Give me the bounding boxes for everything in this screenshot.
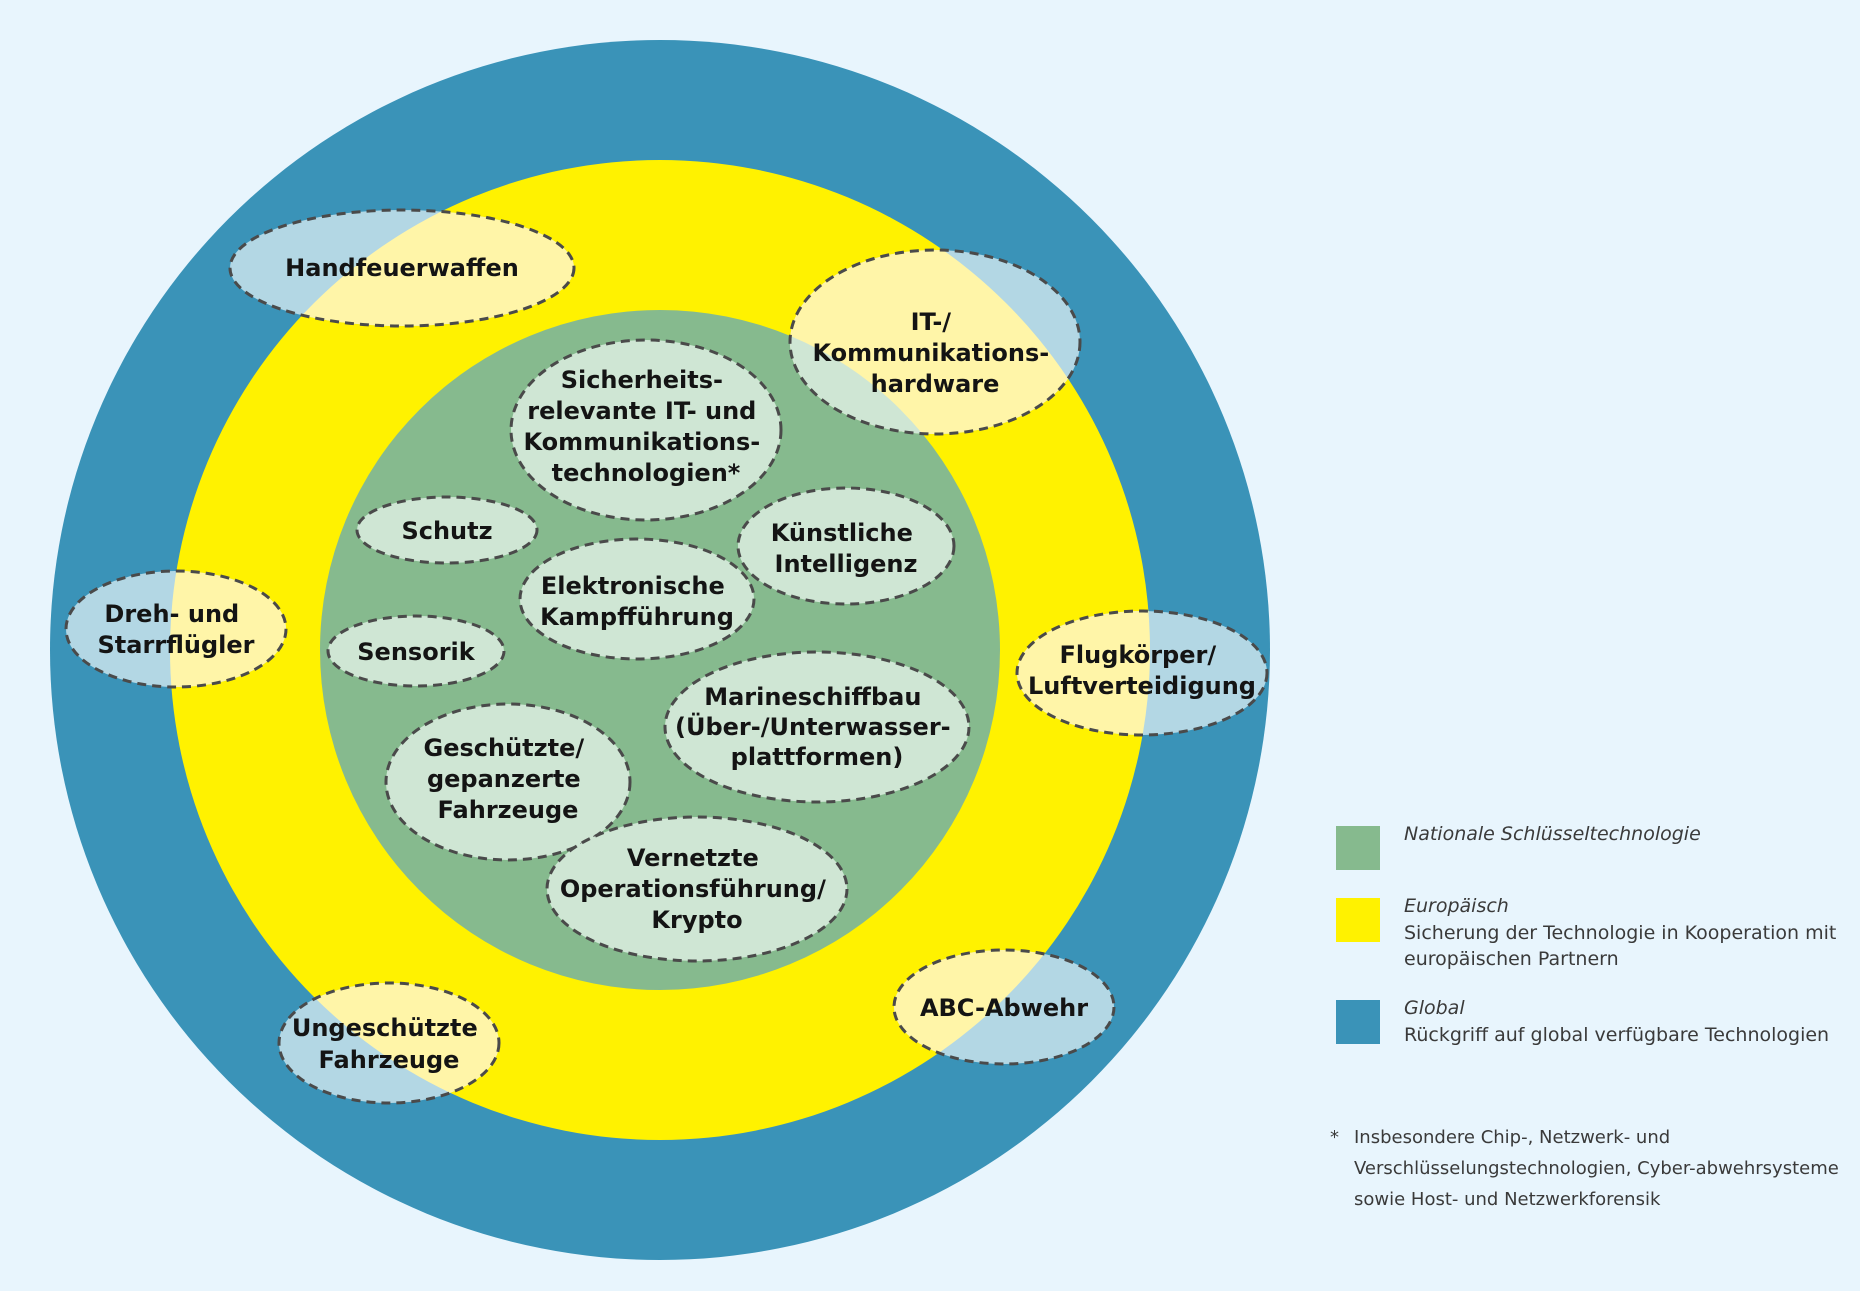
- bubble-sensorik-label: Sensorik: [357, 638, 475, 666]
- bubble-kuenstliche-intelligenz: Künstliche Intelligenz: [736, 486, 956, 606]
- footnote-marker: *: [1330, 1127, 1339, 1148]
- bubble-handfeuerwaffen-label: Handfeuerwaffen: [285, 254, 519, 282]
- legend-title-global: Global: [1404, 997, 1465, 1019]
- bubble-elektronische-kampffuehrung: Elektronische Kampfführung: [518, 537, 756, 661]
- bubble-abc-abwehr: ABC-Abwehr: [892, 948, 1116, 1066]
- bubble-marineschiffbau-label: Marineschiffbau (Über-/Unterwasser- plat…: [675, 683, 959, 771]
- bubble-sicherheitsrelevante-it: Sicherheits- relevante IT- und Kommunika…: [509, 338, 783, 522]
- legend-swatch-european: [1336, 898, 1380, 942]
- legend-title-national: Nationale Schlüsseltechnologie: [1404, 823, 1701, 845]
- bubble-sensorik: Sensorik: [326, 614, 506, 688]
- bubble-kuenstliche-intelligenz-label: Künstliche Intelligenz: [771, 519, 922, 578]
- bubble-vernetzte-operationsfuehrung: Vernetzte Operationsführung/ Krypto: [545, 815, 849, 963]
- bubble-marineschiffbau: Marineschiffbau (Über-/Unterwasser- plat…: [663, 650, 971, 804]
- legend-title-european: Europäisch: [1404, 895, 1509, 917]
- bubble-flugkoerper: Flugkörper/ Luftverteidigung: [1015, 609, 1269, 737]
- bubble-geschuetzte-fahrzeuge-label: Geschützte/ gepanzerte Fahrzeuge: [424, 734, 593, 824]
- legend-item-european: Europäisch Sicherung der Technologie in …: [1336, 892, 1856, 972]
- bubble-ungeschuetzte-fahrzeuge-label: Ungeschützte Fahrzeuge: [292, 1014, 486, 1074]
- bubble-sicherheitsrelevante-it-label: Sicherheits- relevante IT- und Kommunika…: [523, 366, 768, 487]
- bubble-vernetzte-operationsfuehrung-label: Vernetzte Operationsführung/ Krypto: [560, 844, 834, 934]
- legend-desc-global: Rückgriff auf global verfügbare Technolo…: [1404, 1024, 1830, 1046]
- legend-desc-european: Sicherung der Technologie in Kooperation…: [1404, 922, 1837, 970]
- bubble-schutz: Schutz: [355, 495, 539, 565]
- legend-item-national: Nationale Schlüsseltechnologie: [1336, 820, 1856, 870]
- bubble-it-kommunikationshardware: IT-/ Kommunikations- hardware: [788, 248, 1082, 436]
- bubble-it-kommunikationshardware-label: IT-/ Kommunikations- hardware: [812, 308, 1057, 398]
- legend-item-global: Global Rückgriff auf global verfügbare T…: [1336, 994, 1856, 1048]
- bubble-flugkoerper-label: Flugkörper/ Luftverteidigung: [1028, 641, 1256, 700]
- legend-swatch-national: [1336, 826, 1380, 870]
- bubble-dreh-starrfluegler-label: Dreh- und Starrflügler: [97, 600, 254, 659]
- footnote-text: Insbesondere Chip-, Netzwerk- und Versch…: [1354, 1127, 1839, 1210]
- footnote: * Insbesondere Chip-, Netzwerk- und Vers…: [1330, 1122, 1850, 1215]
- bubble-handfeuerwaffen: Handfeuerwaffen: [228, 208, 576, 328]
- bubble-ungeschuetzte-fahrzeuge: Ungeschützte Fahrzeuge: [277, 981, 501, 1105]
- bubble-geschuetzte-fahrzeuge: Geschützte/ gepanzerte Fahrzeuge: [384, 702, 632, 862]
- bubble-dreh-starrfluegler: Dreh- und Starrflügler: [64, 569, 288, 689]
- legend: Nationale Schlüsseltechnologie Europäisc…: [1336, 820, 1856, 1070]
- legend-swatch-global: [1336, 1000, 1380, 1044]
- bubble-elektronische-kampffuehrung-label: Elektronische Kampfführung: [540, 572, 734, 631]
- bubble-schutz-label: Schutz: [401, 517, 492, 545]
- bubble-abc-abwehr-label: ABC-Abwehr: [920, 994, 1088, 1022]
